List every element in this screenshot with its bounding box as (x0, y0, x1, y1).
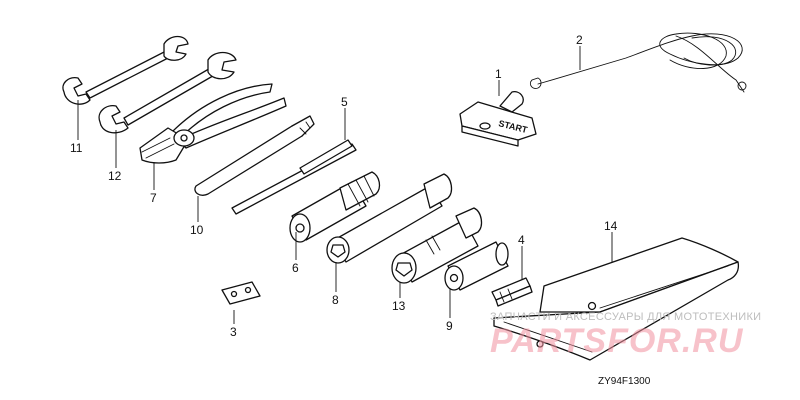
diagram-code: ZY94F1300 (598, 376, 651, 387)
callout-numbers: 1 2 3 4 5 6 7 8 9 10 11 12 13 14 (70, 33, 618, 339)
callout-12: 12 (108, 169, 122, 183)
callout-7: 7 (150, 191, 157, 205)
watermark-tagline: ЗАПЧАСТИ И АКСЕССУАРЫ ДЛЯ МОТОТЕХНИКИ (490, 311, 761, 323)
starter-rope (529, 32, 747, 93)
watermark: ЗАПЧАСТИ И АКСЕССУАРЫ ДЛЯ МОТОТЕХНИКИ PA… (490, 311, 761, 360)
callout-1: 1 (495, 67, 502, 81)
leader-lines (77, 46, 613, 324)
spark-plug-wrench (391, 207, 483, 284)
callout-10: 10 (190, 223, 204, 237)
tool-bag (493, 237, 740, 361)
pliers (139, 83, 287, 164)
small-socket (444, 241, 509, 291)
callout-8: 8 (332, 293, 339, 307)
box-wrench (326, 173, 453, 264)
callout-14: 14 (604, 219, 618, 233)
open-end-wrench-small (62, 35, 189, 105)
callout-13: 13 (392, 299, 406, 313)
callout-3: 3 (230, 325, 237, 339)
callout-2: 2 (576, 33, 583, 47)
open-end-wrench-large (98, 51, 237, 134)
screwdriver-bit (299, 139, 353, 175)
clip (491, 277, 533, 307)
socket-handle (289, 171, 381, 243)
t-handle-grip: START (459, 91, 537, 147)
small-plate (221, 281, 261, 305)
watermark-brand: PARTSFOR.RU (490, 322, 744, 360)
callout-11: 11 (70, 141, 83, 155)
callout-9: 9 (446, 319, 453, 333)
callout-6: 6 (292, 261, 299, 275)
callout-5: 5 (341, 95, 348, 109)
callout-4: 4 (518, 233, 525, 247)
